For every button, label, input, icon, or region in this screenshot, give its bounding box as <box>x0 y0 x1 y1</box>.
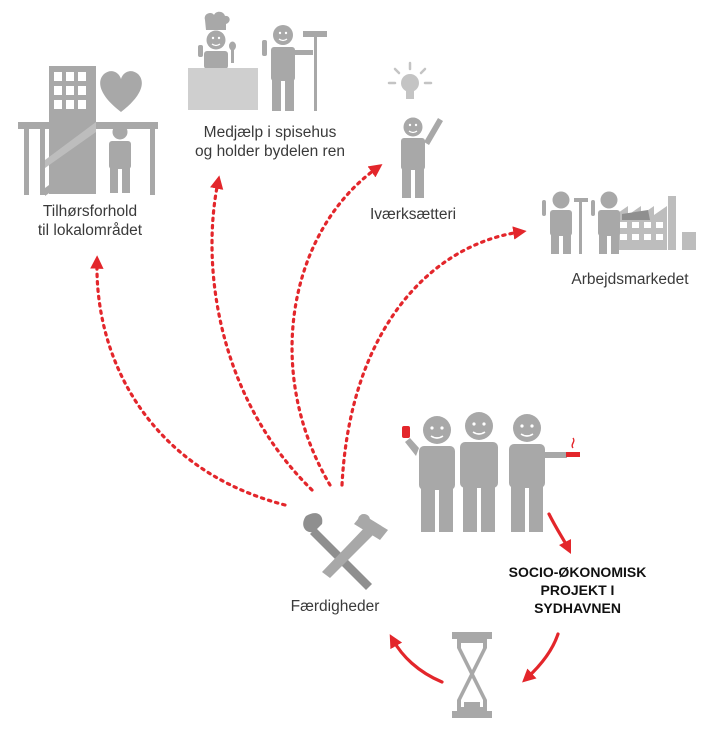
person-icon <box>109 124 131 193</box>
person-icon <box>509 414 567 532</box>
chef-icon <box>198 11 236 69</box>
building-icon <box>18 66 158 196</box>
person-icon <box>262 25 313 111</box>
labor-illustration <box>542 191 696 254</box>
broom-icon <box>303 31 327 111</box>
counter-icon <box>188 68 258 110</box>
label-dining: Medjælp i spisehus og holder bydelen ren <box>195 124 345 160</box>
person-icon <box>401 117 443 198</box>
arrow-to-belonging <box>90 255 287 507</box>
heart-icon <box>100 71 142 112</box>
person-icon <box>405 416 455 532</box>
arrow-to-labor <box>340 226 527 487</box>
label-entrepreneur: Iværksætteri <box>369 206 457 223</box>
three-people-illustration <box>402 412 580 532</box>
factory-icon <box>615 196 696 250</box>
lightbulb-icon <box>387 61 433 99</box>
entrepreneur-illustration <box>387 61 443 198</box>
raised-finger-icon <box>402 426 410 438</box>
hourglass-icon <box>452 632 492 718</box>
label-belonging: Tilhørsforhold til lokalområdet <box>37 203 143 239</box>
dining-illustration <box>188 11 327 111</box>
arrow-hourglass-to-skills <box>389 634 444 684</box>
arrow-project-to-hourglass <box>522 632 560 683</box>
tools-icon <box>303 513 388 590</box>
person-icon <box>542 191 588 254</box>
belonging-illustration <box>18 66 158 196</box>
dotted-arrows <box>90 164 527 507</box>
person-icon <box>591 191 620 254</box>
label-labor: Arbejdsmarkedet <box>571 271 689 288</box>
arrow-to-dining <box>210 175 314 492</box>
arrow-to-entrepreneur <box>290 164 383 487</box>
saw-icon <box>622 210 650 220</box>
person-icon <box>460 412 498 532</box>
cigarette-icon <box>566 437 580 457</box>
label-skills: Færdigheder <box>290 598 380 615</box>
arrow-people-to-project <box>547 512 572 555</box>
cycle-arrows <box>389 512 572 684</box>
label-project: SOCIO-ØKONOMISK PROJEKT I SYDHAVNEN <box>508 564 647 616</box>
